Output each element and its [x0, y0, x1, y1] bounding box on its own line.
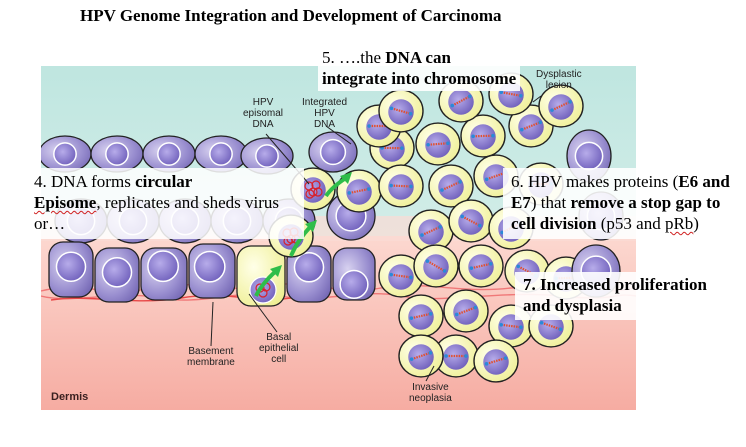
basal-columnar-cell [141, 248, 187, 300]
label-integrated-hpv-dna: Integrated HPV DNA [302, 97, 347, 130]
basal-columnar-cell [49, 242, 93, 297]
note-text: ) [693, 214, 699, 233]
superficial-cell [91, 136, 143, 172]
note-text: 6. HPV makes proteins ( [511, 172, 678, 191]
note-bold: 7. Increased proliferation [523, 275, 707, 294]
label-line: HPV [243, 97, 283, 108]
note-text: 5. ….the [322, 48, 385, 67]
label-dermis: Dermis [51, 392, 88, 403]
note-text: ) that [531, 193, 571, 212]
note-text: (p53 and [596, 214, 664, 233]
label-line: Basal [259, 332, 298, 343]
note-bold: E6 and [678, 172, 730, 191]
note-bold: DNA can [385, 48, 451, 67]
dysplastic-cell [474, 340, 518, 382]
note-bold: cell division [511, 214, 596, 233]
basal-columnar-cell [95, 248, 139, 302]
superficial-cell [143, 136, 195, 172]
note-bold: circular [135, 172, 192, 191]
note-step4: 4. DNA forms circular Episome, replicate… [0, 168, 304, 239]
label-line: Integrated [302, 97, 347, 108]
note-bold: E7 [511, 193, 531, 212]
note-step6: 6. HPV makes proteins (E6 and E7) that r… [503, 168, 746, 239]
dysplastic-cell [379, 165, 423, 207]
superficial-cell [309, 132, 357, 172]
note-step5: 5. ….the DNA can integrate into chromoso… [318, 46, 520, 91]
note-bold: remove a stop gap to [571, 193, 721, 212]
dysplastic-cell [399, 295, 443, 337]
label-line: lesion [536, 80, 582, 91]
label-line: DNA [243, 119, 283, 130]
note-text: pRb [665, 214, 693, 233]
label-line: episomal [243, 108, 283, 119]
label-line: Invasive [409, 382, 452, 393]
label-line: cell [259, 354, 298, 365]
dysplastic-cell [539, 85, 583, 127]
label-line: Dysplastic [536, 69, 582, 80]
label-line: Basement [187, 346, 235, 357]
label-line: DNA [302, 119, 347, 130]
dysplastic-cell [399, 335, 443, 377]
note-bold: integrate into chromosome [322, 69, 516, 88]
note-bold: Episome [34, 193, 96, 212]
label-line: membrane [187, 357, 235, 368]
label-basal-epithelial-cell: Basal epithelial cell [259, 332, 298, 365]
label-hpv-episomal-dna: HPV episomal DNA [243, 97, 283, 130]
label-line: neoplasia [409, 393, 452, 404]
dysplastic-cell [449, 200, 493, 242]
dysplastic-cell [416, 123, 460, 165]
basal-columnar-cell [189, 244, 235, 298]
superficial-cell [195, 136, 247, 172]
basal-columnar-cell [333, 248, 375, 300]
note-bold: and dysplasia [523, 296, 622, 315]
dysplastic-cell [459, 245, 503, 287]
label-invasive-neoplasia: Invasive neoplasia [409, 382, 452, 404]
dysplastic-cell [444, 290, 488, 332]
figure-title: HPV Genome Integration and Development o… [80, 6, 502, 26]
dysplastic-cell [379, 90, 423, 132]
dysplastic-cell [414, 245, 458, 287]
label-basement-membrane: Basement membrane [187, 346, 235, 368]
superficial-cell [41, 136, 91, 172]
label-dysplastic-lesion: Dysplastic lesion [536, 69, 582, 91]
label-line: HPV [302, 108, 347, 119]
note-step7: 7. Increased proliferation and dysplasia [515, 272, 721, 320]
label-line: epithelial [259, 343, 298, 354]
note-text: 4. DNA forms [34, 172, 135, 191]
